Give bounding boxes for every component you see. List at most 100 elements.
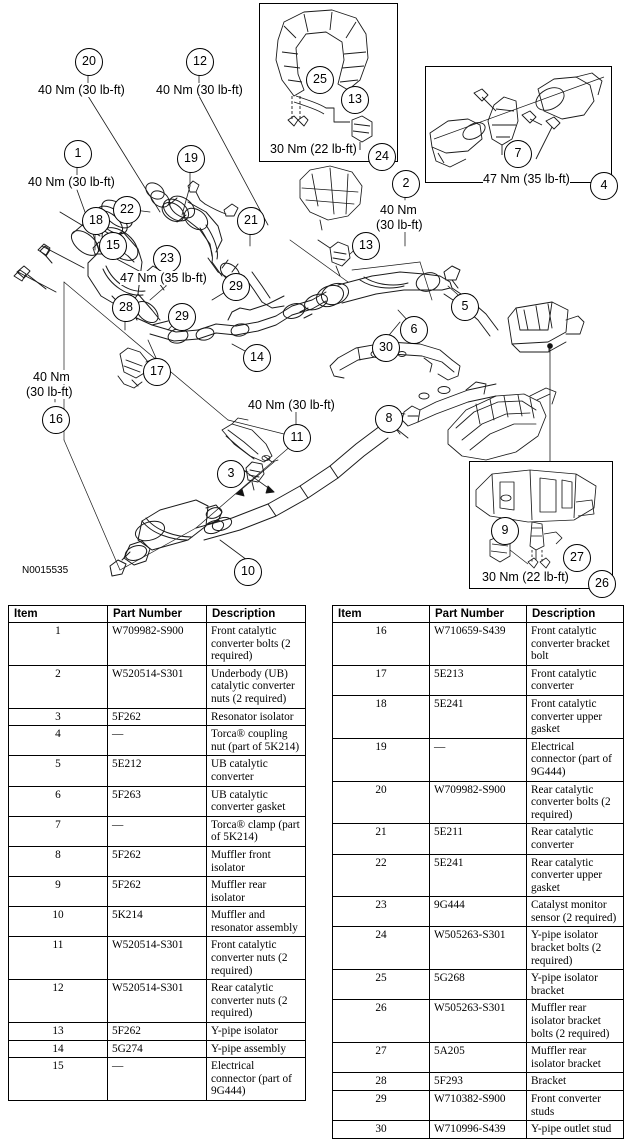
cell-description: Front catalytic converter bbox=[526, 664, 624, 696]
header-part-number: Part Number bbox=[429, 605, 527, 623]
cell-description: Underbody (UB) catalytic converter nuts … bbox=[206, 664, 306, 709]
ub-catalytic-converter bbox=[299, 265, 461, 319]
callout-21: 21 bbox=[237, 207, 265, 235]
callout-25: 25 bbox=[306, 66, 334, 94]
cell-item: 16 bbox=[332, 622, 430, 666]
cell-description: Front catalytic converter bracket bolt bbox=[526, 622, 624, 666]
torque-label-23: 47 Nm (35 lb-ft) bbox=[120, 271, 207, 285]
callout-7: 7 bbox=[504, 140, 532, 168]
callout-2: 2 bbox=[392, 170, 420, 198]
cell-description: Muffler rear isolator bracket bbox=[526, 1042, 624, 1074]
cell-description: Rear catalytic converter upper gasket bbox=[526, 853, 624, 898]
cell-item: 24 bbox=[332, 926, 430, 971]
callout-13: 13 bbox=[352, 232, 380, 260]
cell-item: 29 bbox=[332, 1089, 430, 1122]
cell-part-number: 5E211 bbox=[429, 823, 527, 855]
cell-item: 11 bbox=[8, 936, 108, 981]
y-pipe-isolator-bracket-main bbox=[299, 165, 363, 231]
cell-description: Front catalytic converter bolts (2 requi… bbox=[206, 622, 306, 666]
callout-8: 8 bbox=[375, 405, 403, 433]
torque-label-26: 30 Nm (22 lb-ft) bbox=[482, 570, 569, 584]
cell-description: Resonator isolator bbox=[206, 707, 306, 727]
cell-description: Y-pipe isolator bracket bbox=[526, 969, 624, 1001]
resonator-isolator-bracket bbox=[221, 417, 279, 463]
callout-18: 18 bbox=[82, 207, 110, 235]
figure-id: N0015535 bbox=[22, 565, 69, 576]
muffler-front-isolator bbox=[391, 381, 497, 439]
callout-15: 15 bbox=[99, 232, 127, 260]
callout-22: 22 bbox=[113, 196, 141, 224]
cell-description: UB catalytic converter bbox=[206, 755, 306, 787]
cell-item: 14 bbox=[8, 1039, 108, 1059]
cell-part-number: 5E212 bbox=[107, 755, 207, 787]
cell-description: Y-pipe outlet stud bbox=[526, 1120, 624, 1139]
inset-ypipe-bracket-art bbox=[275, 9, 373, 150]
callout-20: 20 bbox=[75, 48, 103, 76]
table-row: 7—Torca® clamp (part of 5K214) bbox=[8, 815, 306, 847]
cell-part-number: 5E241 bbox=[429, 694, 527, 739]
table-row: 15—Electrical connector (part of 9G444) bbox=[8, 1057, 306, 1101]
callout-30: 30 bbox=[372, 334, 400, 362]
cell-description: Y-pipe assembly bbox=[206, 1039, 306, 1059]
cell-part-number: 5F262 bbox=[107, 1022, 207, 1041]
cell-description: Rear catalytic converter nuts (2 require… bbox=[206, 979, 306, 1024]
cell-part-number: 5F263 bbox=[107, 785, 207, 817]
cell-part-number: 5F293 bbox=[429, 1072, 527, 1091]
cell-description: Electrical connector (part of 9G444) bbox=[526, 737, 624, 782]
torque-label-12: 40 Nm (30 lb-ft) bbox=[156, 83, 243, 97]
cell-item: 26 bbox=[332, 999, 430, 1044]
cell-part-number: 5A205 bbox=[429, 1042, 527, 1074]
cell-item: 5 bbox=[8, 755, 108, 787]
torque-label-2: 40 Nm bbox=[380, 203, 417, 217]
cell-part-number: 5E213 bbox=[429, 664, 527, 696]
torque-label-1: 40 Nm (30 lb-ft) bbox=[28, 175, 115, 189]
table-row: 4—Torca® coupling nut (part of 5K214) bbox=[8, 725, 306, 757]
cell-item: 12 bbox=[8, 979, 108, 1024]
table-row: 19—Electrical connector (part of 9G444) bbox=[332, 737, 624, 782]
callout-4: 4 bbox=[590, 172, 618, 200]
cell-item: 25 bbox=[332, 969, 430, 1001]
cell-part-number: W709982-S900 bbox=[429, 780, 527, 825]
inset-muffler-rear-bracket-art bbox=[475, 469, 597, 569]
cell-item: 20 bbox=[332, 780, 430, 825]
table-header-row: Item Part Number Description bbox=[332, 605, 624, 623]
inset-torca-clamp-art bbox=[429, 72, 605, 168]
cell-item: 30 bbox=[332, 1120, 430, 1139]
cell-item: 21 bbox=[332, 823, 430, 855]
cell-description: Torca® coupling nut (part of 5K214) bbox=[206, 725, 306, 757]
callout-6: 6 bbox=[400, 316, 428, 344]
cell-part-number: 5F262 bbox=[107, 707, 207, 727]
header-item: Item bbox=[8, 605, 108, 623]
cell-description: Muffler rear isolator bracket bolts (2 r… bbox=[526, 999, 624, 1044]
cell-description: Catalyst monitor sensor (2 required) bbox=[526, 896, 624, 928]
callout-13: 13 bbox=[341, 86, 369, 114]
cell-part-number: — bbox=[429, 737, 527, 782]
header-description: Description bbox=[526, 605, 624, 623]
cell-part-number: 5G268 bbox=[429, 969, 527, 1001]
torque-label-24: 30 Nm (22 lb-ft) bbox=[270, 142, 357, 156]
cell-description: Bracket bbox=[526, 1072, 624, 1091]
cell-item: 18 bbox=[332, 694, 430, 739]
cell-description: Muffler and resonator assembly bbox=[206, 906, 306, 938]
callout-9: 9 bbox=[491, 517, 519, 545]
cell-item: 22 bbox=[332, 853, 430, 898]
cell-part-number: 5E241 bbox=[429, 853, 527, 898]
cell-description: Front converter studs bbox=[526, 1089, 624, 1122]
cell-part-number: 5G274 bbox=[107, 1039, 207, 1059]
y-pipe-isolator-mid bbox=[317, 239, 351, 277]
cell-description: UB catalytic converter gasket bbox=[206, 785, 306, 817]
